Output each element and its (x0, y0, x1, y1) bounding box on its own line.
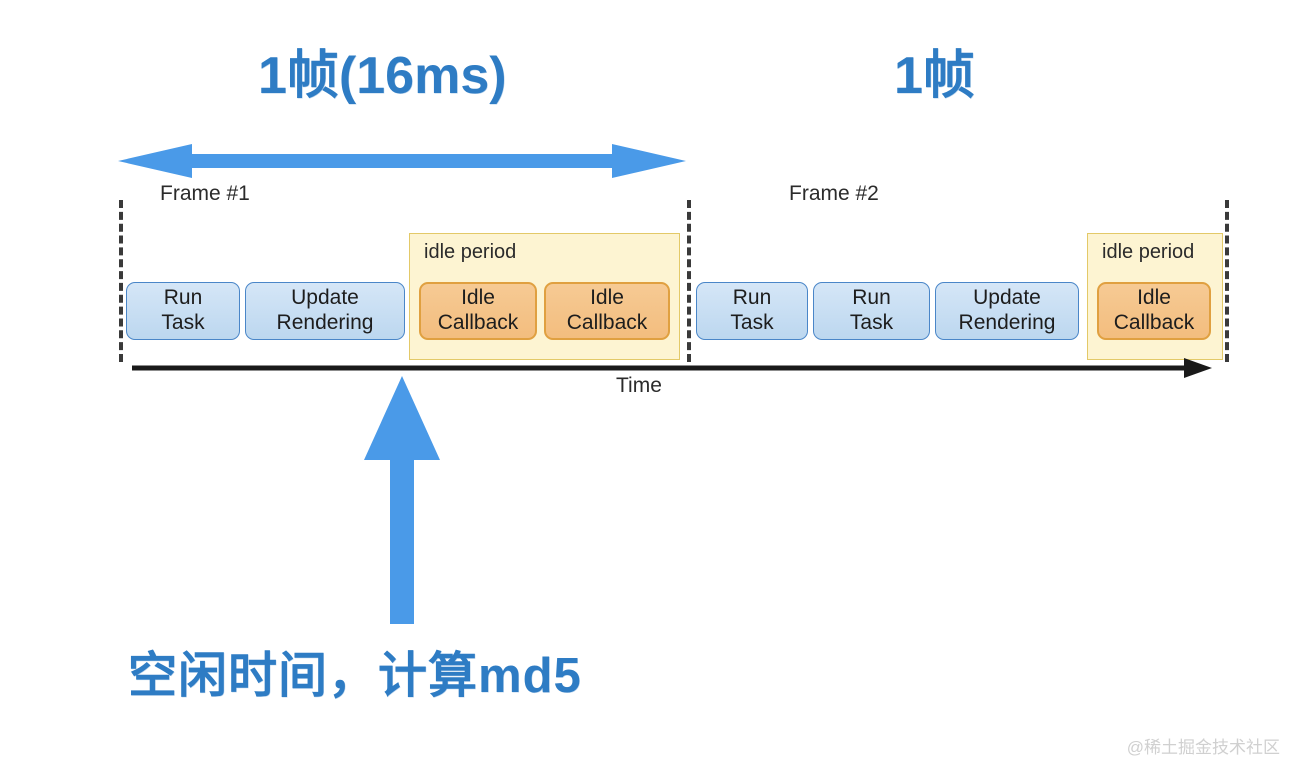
frame1-label: Frame #1 (160, 182, 250, 205)
task-block-line1: Update (973, 286, 1041, 310)
task-block[interactable]: Update Rendering (245, 282, 405, 340)
task-block-line1: Run (732, 286, 772, 310)
idle-callback-block[interactable]: Idle Callback (419, 282, 537, 340)
task-block[interactable]: Run Task (696, 282, 808, 340)
task-block-line1: Run (163, 286, 203, 310)
idle-callback-line2: Callback (1113, 311, 1195, 334)
idle-period-label: idle period (424, 241, 517, 263)
idle-callback-line1: Idle (461, 286, 495, 310)
task-block-line2: Task (161, 311, 205, 334)
task-block-line2: Task (849, 311, 894, 334)
frame1-duration-title: 1帧(16ms) (258, 47, 507, 105)
idle-callback-line2: Callback (437, 311, 519, 334)
task-block-line2: Task (730, 311, 774, 334)
task-block[interactable]: Update Rendering (935, 282, 1079, 340)
idle-period-label: idle period (1102, 241, 1195, 263)
caption-text: 空闲时间，计算md5 (128, 649, 582, 703)
idle-callback-line1: Idle (590, 286, 624, 310)
frame2-duration-title: 1帧 (894, 47, 975, 105)
frame1-span-double-arrow (118, 144, 686, 178)
frame-divider-start (119, 200, 123, 362)
task-block[interactable]: Run Task (126, 282, 240, 340)
task-block-line1: Update (291, 286, 359, 310)
idle-callback-line1: Idle (1137, 286, 1171, 310)
time-axis-label: Time (616, 374, 662, 397)
frame-divider-end (1225, 200, 1229, 362)
frame-divider-middle (687, 200, 691, 362)
watermark: @稀土掘金技术社区 (1126, 738, 1280, 757)
time-axis-arrow (132, 358, 1212, 378)
idle-time-pointer-arrow (364, 376, 440, 624)
task-block-line1: Run (852, 286, 891, 310)
task-block[interactable]: Run Task (813, 282, 930, 340)
idle-callback-line2: Callback (566, 311, 648, 334)
task-block-line2: Rendering (958, 311, 1056, 334)
task-block-line2: Rendering (276, 311, 374, 334)
idle-callback-block[interactable]: Idle Callback (1097, 282, 1211, 340)
frame2-label: Frame #2 (789, 182, 879, 205)
idle-callback-block[interactable]: Idle Callback (544, 282, 670, 340)
